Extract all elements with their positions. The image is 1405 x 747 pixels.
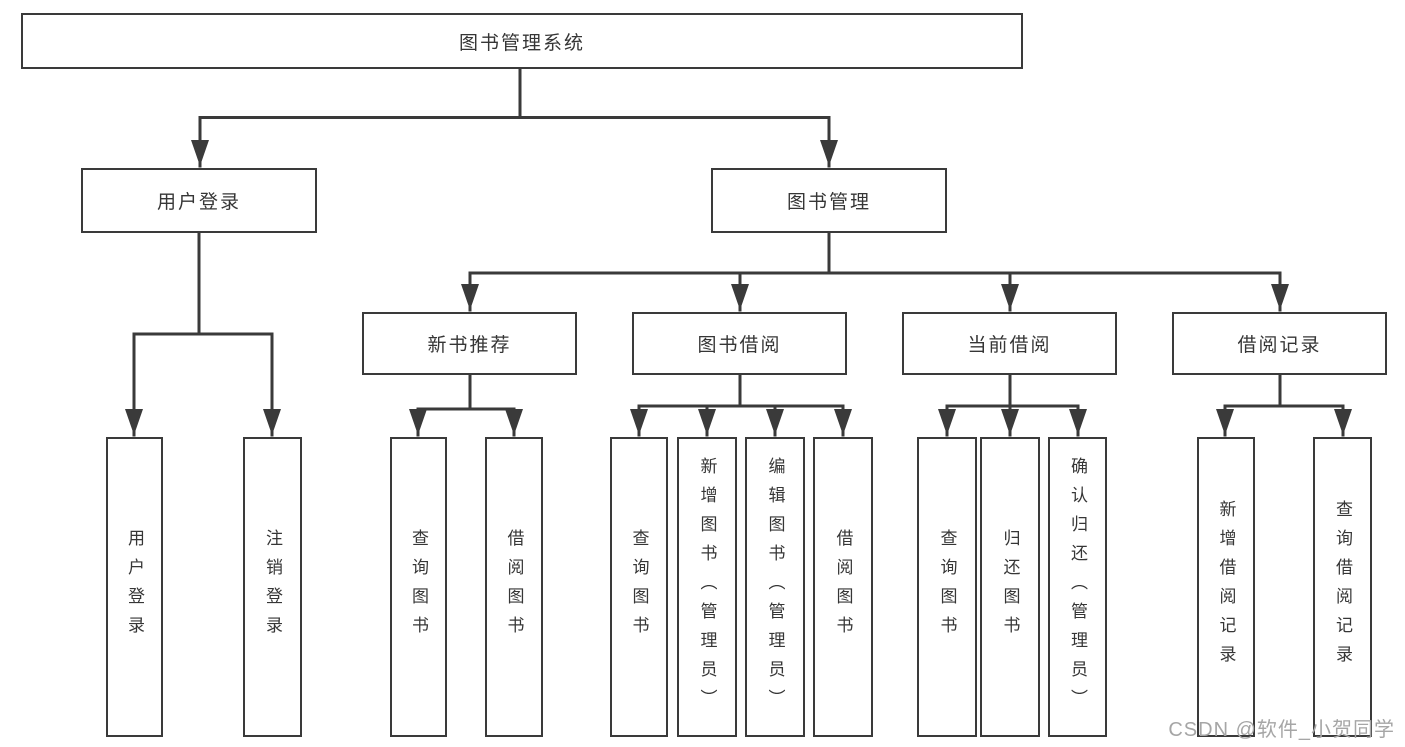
leaf-recommend-borrow-books-label: 借阅图书 xyxy=(504,529,524,645)
node-new-book-recommend-label: 新书推荐 xyxy=(427,335,512,356)
leaf-logout-label: 注销登录 xyxy=(263,529,282,645)
leaf-current-return-books-label: 归还图书 xyxy=(1000,529,1020,645)
node-current-borrowing: 当前借阅 xyxy=(902,312,1117,375)
leaf-recommend-borrow-books: 借阅图书 xyxy=(485,437,543,737)
leaf-current-confirm-return: 确认归还（管理员） xyxy=(1048,437,1107,737)
leaf-records-add-record: 新增借阅记录 xyxy=(1197,437,1255,737)
leaf-records-query-record: 查询借阅记录 xyxy=(1313,437,1372,737)
leaf-recommend-query-books-label: 查询图书 xyxy=(409,529,428,645)
node-book-management: 图书管理 xyxy=(711,168,947,233)
node-book-borrowing-label: 图书借阅 xyxy=(697,335,782,356)
leaf-current-query-books-label: 查询图书 xyxy=(937,529,957,645)
node-new-book-recommend: 新书推荐 xyxy=(362,312,577,375)
leaf-current-confirm-return-label: 确认归还（管理员） xyxy=(1068,456,1087,718)
node-book-borrowing: 图书借阅 xyxy=(632,312,847,375)
leaf-borrowing-add-books-label: 新增图书（管理员） xyxy=(697,456,717,718)
leaf-recommend-query-books: 查询图书 xyxy=(390,437,447,737)
leaf-borrowing-query-books: 查询图书 xyxy=(610,437,668,737)
leaf-borrowing-edit-books: 编辑图书（管理员） xyxy=(745,437,805,737)
leaf-borrowing-borrow-books-label: 借阅图书 xyxy=(833,529,853,645)
leaf-user-login-label: 用户登录 xyxy=(125,529,144,645)
node-user-login-label: 用户登录 xyxy=(156,192,241,213)
leaf-current-query-books: 查询图书 xyxy=(917,437,977,737)
node-root: 图书管理系统 xyxy=(21,13,1023,69)
leaf-current-return-books: 归还图书 xyxy=(980,437,1040,737)
node-borrowing-records: 借阅记录 xyxy=(1172,312,1387,375)
leaf-logout: 注销登录 xyxy=(243,437,302,737)
leaf-records-query-record-label: 查询借阅记录 xyxy=(1333,500,1352,674)
leaf-user-login: 用户登录 xyxy=(106,437,163,737)
node-root-label: 图书管理系统 xyxy=(458,32,585,54)
node-book-management-label: 图书管理 xyxy=(786,192,871,213)
node-current-borrowing-label: 当前借阅 xyxy=(967,335,1052,356)
node-user-login: 用户登录 xyxy=(81,168,317,233)
leaf-borrowing-add-books: 新增图书（管理员） xyxy=(677,437,737,737)
watermark: CSDN @软件_小贺同学 xyxy=(1168,719,1395,741)
leaf-records-add-record-label: 新增借阅记录 xyxy=(1216,500,1236,674)
node-borrowing-records-label: 借阅记录 xyxy=(1237,335,1322,356)
leaf-borrowing-edit-books-label: 编辑图书（管理员） xyxy=(765,456,785,718)
leaf-borrowing-query-books-label: 查询图书 xyxy=(629,529,649,645)
leaf-borrowing-borrow-books: 借阅图书 xyxy=(813,437,873,737)
